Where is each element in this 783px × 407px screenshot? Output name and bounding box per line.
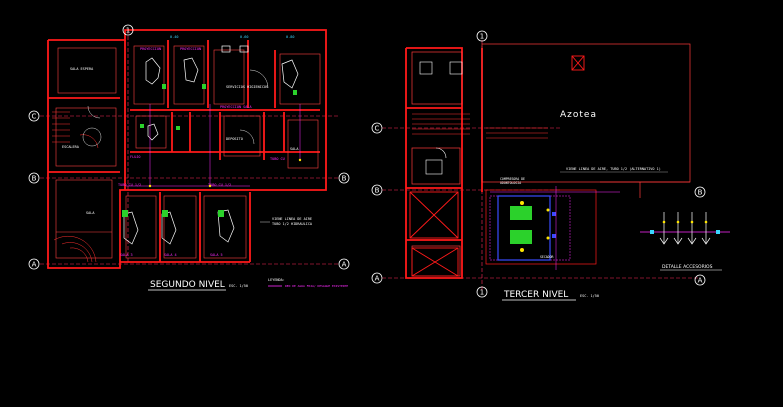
grid-bubble-a-left: A xyxy=(28,258,40,270)
svg-text:1: 1 xyxy=(480,33,484,41)
grid-bubble-c-right-plan: C xyxy=(371,122,383,134)
svg-text:C: C xyxy=(375,125,380,133)
tercer-nivel-title: TERCER NIVEL xyxy=(503,290,568,300)
grid-bubble-1-bottom-right: 1 xyxy=(476,286,488,298)
grid-bubble-1-top-right: 1 xyxy=(476,30,488,42)
svg-text:PROYECCION: PROYECCION xyxy=(140,47,161,51)
svg-text:PROYECCION: PROYECCION xyxy=(180,47,201,51)
svg-text:SALA ESPERA: SALA ESPERA xyxy=(70,67,94,71)
svg-text:C: C xyxy=(32,113,37,121)
legend: LEYENDA: RED DE AGUA FRIA/ DESAGUE EXIST… xyxy=(268,278,348,288)
grid-bubble-a-right: A xyxy=(338,258,350,270)
svg-text:0.60: 0.60 xyxy=(240,35,248,39)
grid-bubble-b-right-plan: B xyxy=(371,184,383,196)
legend-title: LEYENDA: xyxy=(268,278,285,282)
segundo-nivel-plan: PROYECCION PROYECCION PROYECCION SALA FL… xyxy=(28,24,350,291)
detail-accessories: B A DETALLE ACCESORIOS xyxy=(640,186,730,286)
svg-text:SERVICIOS HIGIENICOS: SERVICIOS HIGIENICOS xyxy=(226,85,268,89)
svg-text:A: A xyxy=(698,277,703,285)
svg-text:SALA: SALA xyxy=(86,211,95,215)
tercer-nivel-scale: ESC. 1/50 xyxy=(580,294,599,298)
svg-text:B: B xyxy=(698,189,703,197)
compressor-room xyxy=(485,186,620,270)
svg-text:TUBO CU 1/2: TUBO CU 1/2 xyxy=(118,183,141,187)
svg-text:DEPOSITO: DEPOSITO xyxy=(226,137,243,141)
svg-text:0.80: 0.80 xyxy=(286,35,294,39)
grid-bubble-1-top: 1 xyxy=(122,24,134,36)
svg-text:SALA 5: SALA 5 xyxy=(210,253,223,257)
svg-text:B: B xyxy=(342,175,347,183)
detail-title: DETALLE ACCESORIOS xyxy=(662,264,713,270)
svg-text:COMPRESORA DE: COMPRESORA DE xyxy=(500,177,525,181)
svg-text:A: A xyxy=(32,261,37,269)
left-note-air-line: VIENE LINEA DE AIRE xyxy=(272,217,312,221)
svg-text:PROYECCION SALA: PROYECCION SALA xyxy=(220,105,253,109)
svg-text:ESCALERA: ESCALERA xyxy=(62,145,80,149)
svg-text:TUBO CU: TUBO CU xyxy=(270,157,285,161)
grid-bubble-a-right-plan: A xyxy=(371,272,383,284)
svg-text:ODONTOLOGIA: ODONTOLOGIA xyxy=(500,181,521,185)
svg-text:1: 1 xyxy=(480,289,484,297)
grid-bubble-b-left: B xyxy=(28,172,40,184)
segundo-nivel-scale: ESC. 1/50 xyxy=(229,284,248,288)
svg-text:SECADOR: SECADOR xyxy=(540,255,554,259)
svg-text:1: 1 xyxy=(126,27,130,35)
compressor-icon xyxy=(510,206,532,244)
svg-text:B: B xyxy=(375,187,380,195)
left-note-tube: TUBO 1/2 HIDRAULICA xyxy=(272,222,313,226)
svg-text:B: B xyxy=(32,175,37,183)
legend-line-label: RED DE AGUA FRIA/ DESAGUE EXISTENTE xyxy=(285,284,348,288)
svg-text:SALA 4: SALA 4 xyxy=(164,253,177,257)
grid-bubble-a-detail: A xyxy=(694,274,706,286)
grid-bubble-b-detail: B xyxy=(694,186,706,198)
roof-label: Azotea xyxy=(560,110,597,120)
svg-text:SALA: SALA xyxy=(290,147,299,151)
svg-text:FLUJO: FLUJO xyxy=(130,155,141,159)
segundo-nivel-title: SEGUNDO NIVEL xyxy=(150,280,225,290)
grid-bubble-c-left: C xyxy=(28,110,40,122)
tercer-nivel-plan: COMPRESORA DE ODONTOLOGIA SECADOR Azotea… xyxy=(371,30,700,301)
svg-text:A: A xyxy=(375,275,380,283)
svg-text:SALA 3: SALA 3 xyxy=(120,253,133,257)
svg-text:A: A xyxy=(342,261,347,269)
svg-text:0.40: 0.40 xyxy=(170,35,178,39)
grid-bubble-b-right: B xyxy=(338,172,350,184)
right-note-air-line: VIENE LINEA DE AIRE, TUBO 1/2 (ALTERNATI… xyxy=(566,167,661,171)
svg-text:TUBO CU 1/2: TUBO CU 1/2 xyxy=(208,183,231,187)
